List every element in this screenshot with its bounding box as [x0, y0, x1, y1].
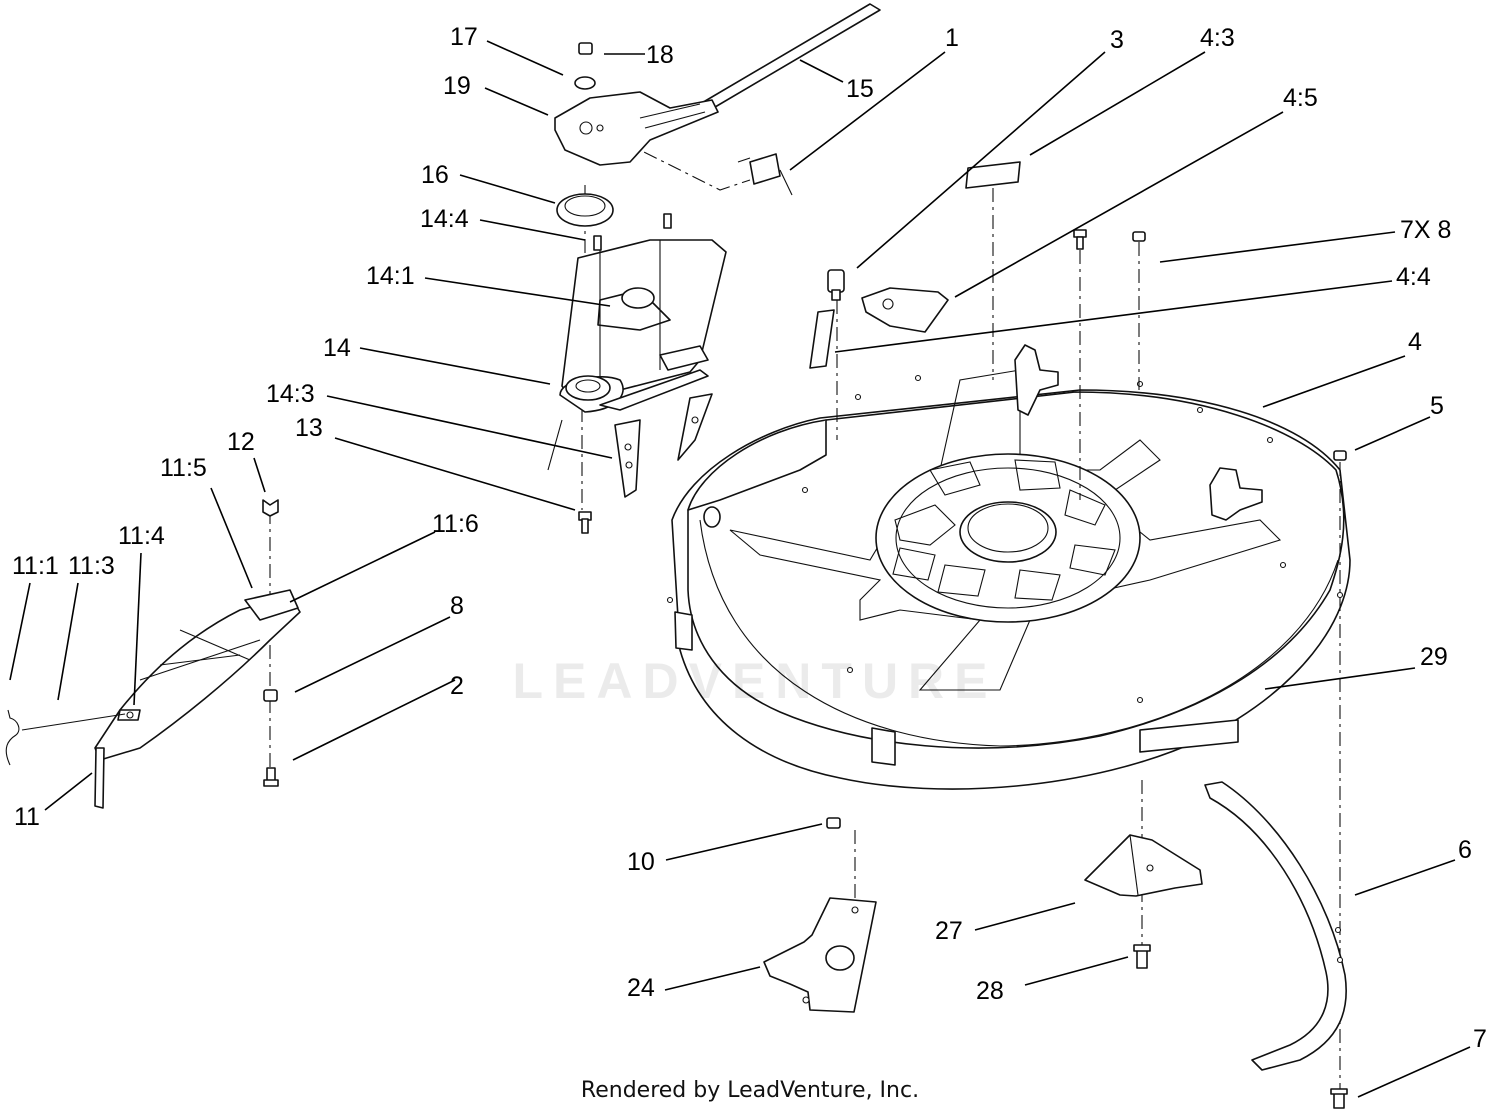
decal-29 — [1139, 719, 1239, 753]
callout-19: 19 — [443, 72, 471, 100]
callout-1: 1 — [945, 24, 959, 52]
nut-8-top — [1132, 231, 1146, 242]
callout-11-5: 11:5 — [160, 454, 207, 482]
screw-14-4 — [593, 235, 602, 251]
callout-13: 13 — [295, 414, 323, 442]
credit-line: Rendered by LeadVenture, Inc. — [580, 1078, 920, 1103]
callout-11-6: 11:6 — [432, 510, 479, 538]
bumper-3 — [827, 269, 845, 301]
callout-12: 12 — [227, 428, 255, 456]
callout-18: 18 — [646, 41, 674, 69]
screw-7 — [1330, 1088, 1348, 1109]
callout-17: 17 — [450, 23, 478, 51]
callout-11-1: 11:1 — [12, 552, 59, 580]
pin-11-1 — [5, 709, 20, 766]
callout-labels: 1 2 3 4:3 4:5 7X 8 4:4 4 5 29 6 7 28 27 … — [12, 23, 1487, 1053]
bushing-16 — [556, 193, 614, 227]
callout-8: 8 — [450, 592, 464, 620]
strap-6 — [1204, 781, 1347, 1071]
screw-13 — [578, 511, 592, 534]
callout-3: 3 — [1110, 26, 1124, 54]
callout-14-4: 14:4 — [420, 205, 469, 233]
callout-7: 7 — [1473, 1025, 1487, 1053]
callout-4-4: 4:4 — [1396, 263, 1431, 291]
bolt-7 — [1073, 229, 1087, 250]
callout-4-3: 4:3 — [1200, 24, 1235, 52]
callout-7x8: 7X 8 — [1400, 216, 1451, 244]
bolt-2 — [263, 767, 279, 787]
mower-deck — [666, 344, 1351, 790]
screw-28 — [1133, 944, 1151, 969]
arm-19 — [554, 91, 719, 166]
callout-11-3: 11:3 — [68, 552, 115, 580]
callout-4: 4 — [1408, 328, 1422, 356]
baffle-24 — [763, 897, 877, 1013]
wear-blocks-14-3 — [614, 393, 713, 498]
deck-bolt-holes — [666, 374, 1344, 704]
plate-4-5 — [861, 287, 949, 333]
callout-16: 16 — [421, 161, 449, 189]
callout-24: 24 — [627, 974, 655, 1002]
nut-8 — [263, 689, 278, 702]
chute-11 — [94, 589, 301, 809]
spring-1 — [737, 153, 793, 196]
callout-11-4: 11:4 — [118, 522, 165, 550]
callout-5: 5 — [1430, 392, 1444, 420]
callout-4-5: 4:5 — [1283, 84, 1318, 112]
callout-15: 15 — [846, 75, 874, 103]
pivot-bracket-14 — [547, 239, 727, 471]
callout-11: 11 — [14, 803, 40, 831]
callout-6: 6 — [1458, 836, 1472, 864]
callout-10: 10 — [627, 848, 655, 876]
callout-14-1: 14:1 — [366, 262, 415, 290]
strap-hole-a — [1334, 926, 1342, 934]
callout-2: 2 — [450, 672, 464, 700]
callout-14: 14 — [323, 334, 351, 362]
leader-lines — [9, 40, 1471, 1098]
nut-5 — [1333, 450, 1347, 461]
cable-11-3 — [21, 713, 126, 731]
strap-hole-b — [1336, 956, 1344, 964]
callout-29: 29 — [1420, 643, 1448, 671]
deflector-27 — [1084, 834, 1203, 897]
callout-14-3: 14:3 — [266, 380, 315, 408]
washer-17 — [574, 76, 596, 90]
screw-14-4b — [663, 213, 672, 229]
decal-4-4 — [809, 309, 835, 369]
watermark: LEADVENTURE — [512, 653, 998, 709]
callout-28: 28 — [976, 977, 1004, 1005]
nut-10 — [826, 817, 841, 829]
decal-4-3 — [965, 161, 1021, 189]
callout-27: 27 — [935, 917, 963, 945]
wingnut-12 — [262, 499, 279, 517]
nut-18 — [578, 42, 593, 55]
